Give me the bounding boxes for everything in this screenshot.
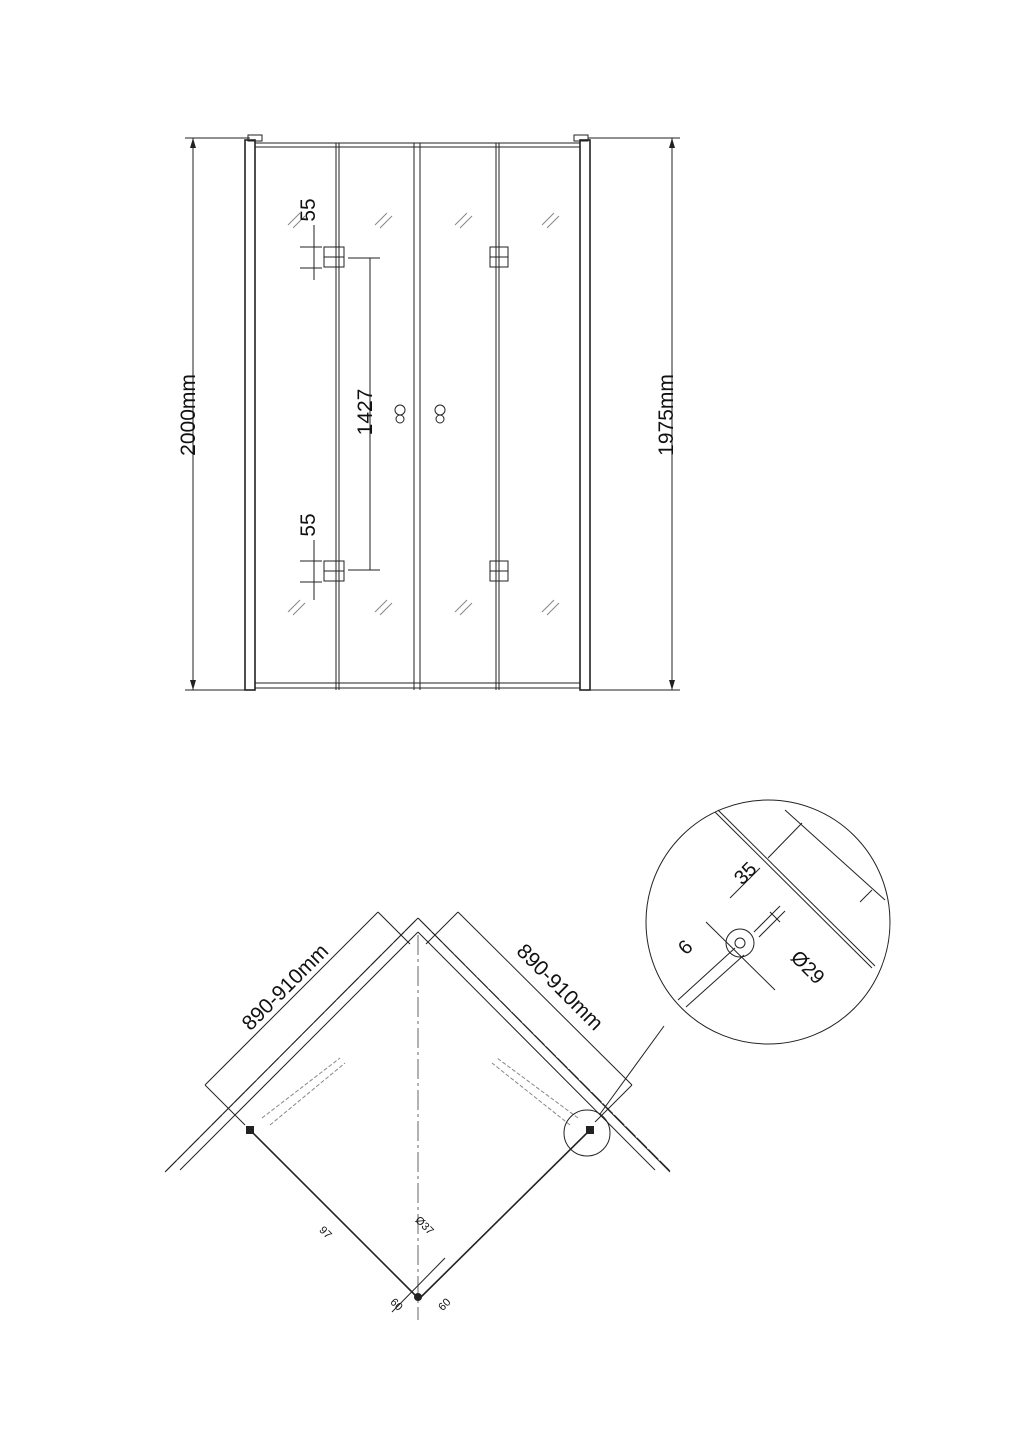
wall-hatch-mark (404, 920, 416, 932)
glass-thickness-label: 6 (674, 936, 697, 959)
wall-hatch-mark (431, 931, 443, 943)
hinge-spacing-label: 97 (317, 1224, 334, 1241)
handle-spacing-label: 1427 (354, 389, 377, 436)
wall-hatch-mark (188, 1137, 200, 1149)
wall-hatch-mark (488, 988, 500, 1000)
wall-hatch-mark (336, 988, 348, 1000)
wall-hatch-mark (477, 977, 488, 989)
wall-hatch-mark (393, 931, 405, 943)
wall-hatch-mark (499, 1000, 511, 1012)
wall-hatch-mark (211, 1114, 223, 1126)
total-height-label: 2000mm (177, 374, 200, 456)
plan-view: 890-910mm 890-910mm 97 Ø37 60 60 (164, 911, 671, 1320)
wall-hatch-mark (579, 1080, 591, 1092)
center-diameter-label: Ø37 (413, 1214, 436, 1237)
hinge-detail: 35 6 Ø29 (645, 799, 891, 1045)
hinges (323, 246, 509, 582)
wall-hatch-mark (165, 1160, 177, 1172)
right-wall-profile (579, 139, 591, 691)
wall-hatch-mark (454, 954, 466, 966)
glass-hatch-marks (287, 212, 560, 616)
wall-hatch-mark (636, 1137, 648, 1149)
wall-hatch-mark (465, 966, 477, 977)
wall-hatch-mark (534, 1034, 545, 1046)
wall-hatch-mark (370, 954, 382, 966)
offset-left-label: 60 (388, 1296, 405, 1313)
door-height-label: 1975mm (655, 374, 678, 456)
door-panels (246, 1057, 594, 1301)
door-knobs (394, 404, 446, 424)
wall-hatch-mark (234, 1091, 245, 1103)
walls (164, 917, 671, 1173)
hinge-offset-top-label: 55 (297, 198, 320, 221)
wall-hatch-mark (443, 943, 454, 954)
wall-hatch-mark (268, 1057, 280, 1069)
hinge-diameter-label: Ø29 (786, 947, 828, 989)
width-left-label: 890-910mm (238, 940, 334, 1036)
offset-right-label: 60 (436, 1296, 453, 1313)
wall-hatch-mark (279, 1046, 291, 1057)
wall-hatch-mark (325, 1000, 337, 1012)
width-right-label: 890-910mm (512, 940, 608, 1036)
wall-hatch-mark (177, 1148, 189, 1160)
wall-hatch-mark (647, 1148, 659, 1160)
wall-hatch-mark (200, 1126, 211, 1137)
front-elevation: 2000mm 1975mm 1427 55 55 (177, 134, 680, 691)
wall-hatch-mark (613, 1114, 625, 1126)
wall-hatch-mark (245, 1080, 257, 1092)
wall-hatch-mark (256, 1068, 268, 1080)
wall-hatch-mark (659, 1160, 671, 1172)
wall-hatch-mark (313, 1011, 325, 1023)
wall-hatch-mark (568, 1068, 580, 1080)
wall-hatch-mark (348, 977, 359, 989)
wall-hatch-mark (556, 1057, 568, 1069)
wall-hatch-mark (545, 1046, 557, 1057)
wall-hatch-mark (302, 1023, 314, 1034)
wall-hatch-mark (420, 920, 432, 932)
hinge-offset-bottom-label: 55 (297, 513, 320, 536)
wall-hatch-mark (359, 966, 371, 977)
wall-hatch-mark (591, 1091, 602, 1103)
profile-width-label: 35 (730, 858, 761, 889)
wall-hatch-mark (625, 1126, 636, 1137)
wall-hatch-mark (511, 1011, 523, 1023)
detail-callout-circle (563, 1109, 611, 1157)
wall-hatch-mark (291, 1034, 302, 1046)
left-wall-profile (244, 139, 256, 691)
wall-hatch-mark (382, 943, 393, 954)
wall-hatch-mark (522, 1023, 534, 1034)
